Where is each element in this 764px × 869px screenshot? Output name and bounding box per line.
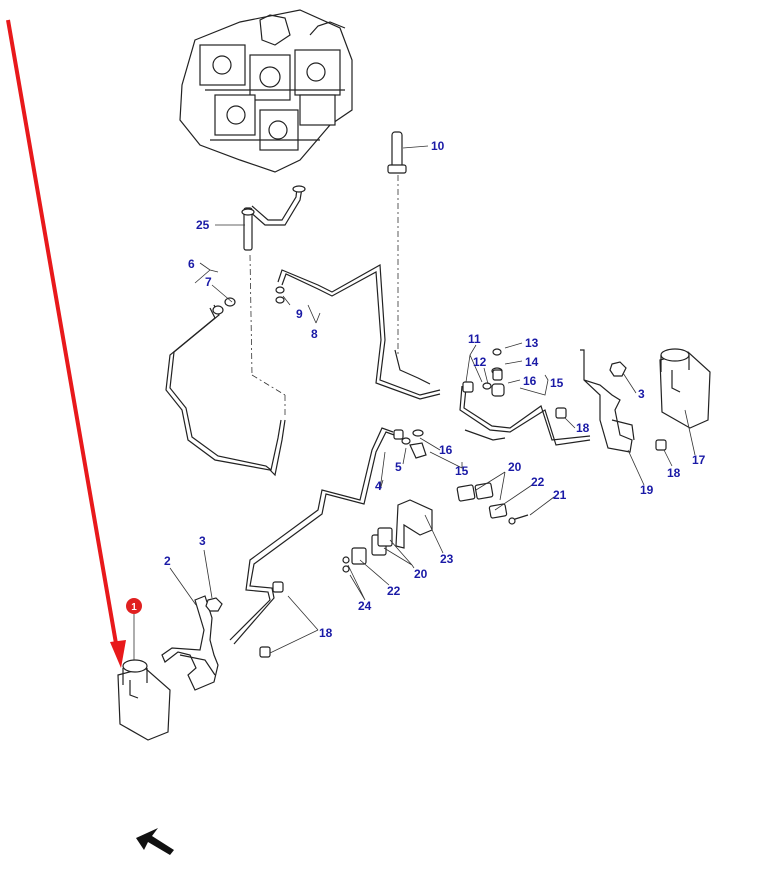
callout-12: 12 [473, 355, 487, 369]
callout-18: 18 [667, 466, 681, 480]
callout-17: 17 [692, 453, 706, 467]
bracket-2 [161, 595, 219, 691]
bracket-19 [580, 349, 635, 453]
clip-18-lower [259, 581, 284, 658]
highlight-marker-label: 1 [131, 602, 137, 613]
nut-3-lower [205, 597, 223, 612]
pipe-8 [275, 264, 441, 400]
callout-20: 20 [414, 567, 428, 581]
callout-10: 10 [431, 139, 445, 153]
pipe-assembly-15 [459, 348, 591, 446]
callout-3: 3 [199, 534, 206, 548]
callout-9: 9 [296, 307, 303, 321]
fitting-10 [387, 131, 407, 355]
callout-20: 20 [508, 460, 522, 474]
callout-3: 3 [638, 387, 645, 401]
orientation-arrow-icon [136, 828, 174, 855]
highlight-marker[interactable]: 1 [126, 598, 142, 614]
callout-18: 18 [576, 421, 590, 435]
pipe-6 [165, 297, 286, 477]
callout-8: 8 [311, 327, 318, 341]
pipe-4 [229, 427, 427, 645]
fitting-25 [241, 185, 306, 415]
callout-14: 14 [525, 355, 539, 369]
callout-16: 16 [439, 443, 453, 457]
callout-7: 7 [205, 275, 212, 289]
leader-lines [133, 145, 696, 660]
valve-block-assembly [179, 9, 353, 173]
clamp-plates [342, 482, 529, 573]
callout-24: 24 [358, 599, 372, 613]
callout-21: 21 [553, 488, 567, 502]
callout-22: 22 [531, 475, 545, 489]
callout-2: 2 [164, 554, 171, 568]
callout-16: 16 [523, 374, 537, 388]
reservoir-17 [659, 348, 711, 429]
callout-22: 22 [387, 584, 401, 598]
callout-11: 11 [468, 332, 481, 346]
reservoir-1 [117, 659, 171, 741]
callout-23: 23 [440, 552, 454, 566]
callout-labels: 10 25 6 7 9 8 11 13 12 14 16 15 3 18 17 … [164, 139, 706, 640]
callout-5: 5 [395, 460, 402, 474]
callout-4: 4 [375, 479, 382, 493]
red-arrow-icon [6, 19, 126, 668]
callout-15: 15 [455, 464, 469, 478]
nut-3-upper [609, 361, 627, 377]
callout-13: 13 [525, 336, 539, 350]
callout-15: 15 [550, 376, 564, 390]
callout-19: 19 [640, 483, 654, 497]
callout-6: 6 [188, 257, 195, 271]
clip-18-upper [555, 407, 667, 451]
callout-18: 18 [319, 626, 333, 640]
callout-25: 25 [196, 218, 210, 232]
